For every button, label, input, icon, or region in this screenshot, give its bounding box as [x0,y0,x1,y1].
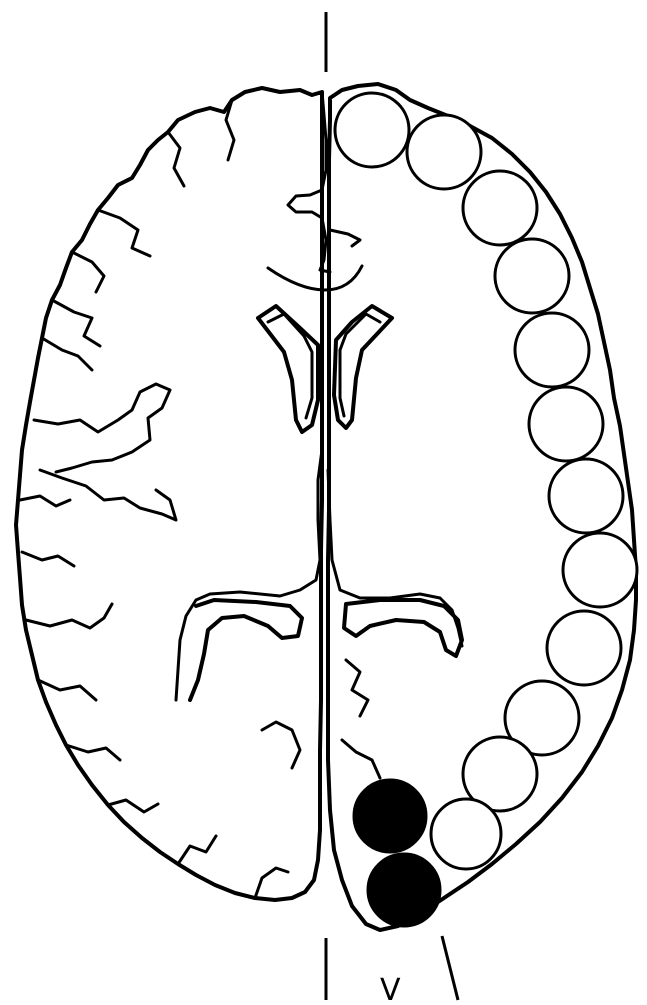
left-sylvian [34,384,170,472]
left-sulcus-2 [168,132,184,186]
open-marker [529,387,603,461]
right-medial-sulcus-2 [342,740,380,778]
left-sulcus-3 [98,210,150,256]
left-occipital-horn [190,600,302,700]
left-sulcus-5 [52,300,100,346]
third-ventricle [176,450,322,700]
corpus-callosum-genu [268,266,362,290]
open-marker [463,171,537,245]
open-marker [563,533,637,607]
left-hemisphere-outline [16,88,322,900]
open-marker [431,799,501,869]
open-marker [407,115,481,189]
view-label: V [380,973,401,1005]
left-sulcus-6 [42,338,92,370]
left-sulcus-9 [26,604,112,628]
midline-bottom-tick-right [442,936,458,1000]
open-marker [549,459,623,533]
open-marker [335,93,409,167]
left-sulcus-13 [178,836,216,864]
filled-marker [354,780,426,852]
filled-markers [354,780,440,926]
left-sulcus-10 [38,680,96,700]
left-sulcus-14 [255,868,288,898]
filled-marker [368,854,440,926]
right-occipital-horn [344,600,462,656]
left-medial-sulcus [262,722,300,768]
left-sylvian-branch [40,470,176,520]
right-medial-sulcus-1 [346,660,368,716]
left-sulcus-7 [20,496,70,506]
left-sulcus-8 [22,552,74,566]
open-marker [547,611,621,685]
left-sulcus-4 [72,252,104,292]
open-marker [495,239,569,313]
open-marker [515,313,589,387]
frontal-right-sulcus [330,230,360,246]
